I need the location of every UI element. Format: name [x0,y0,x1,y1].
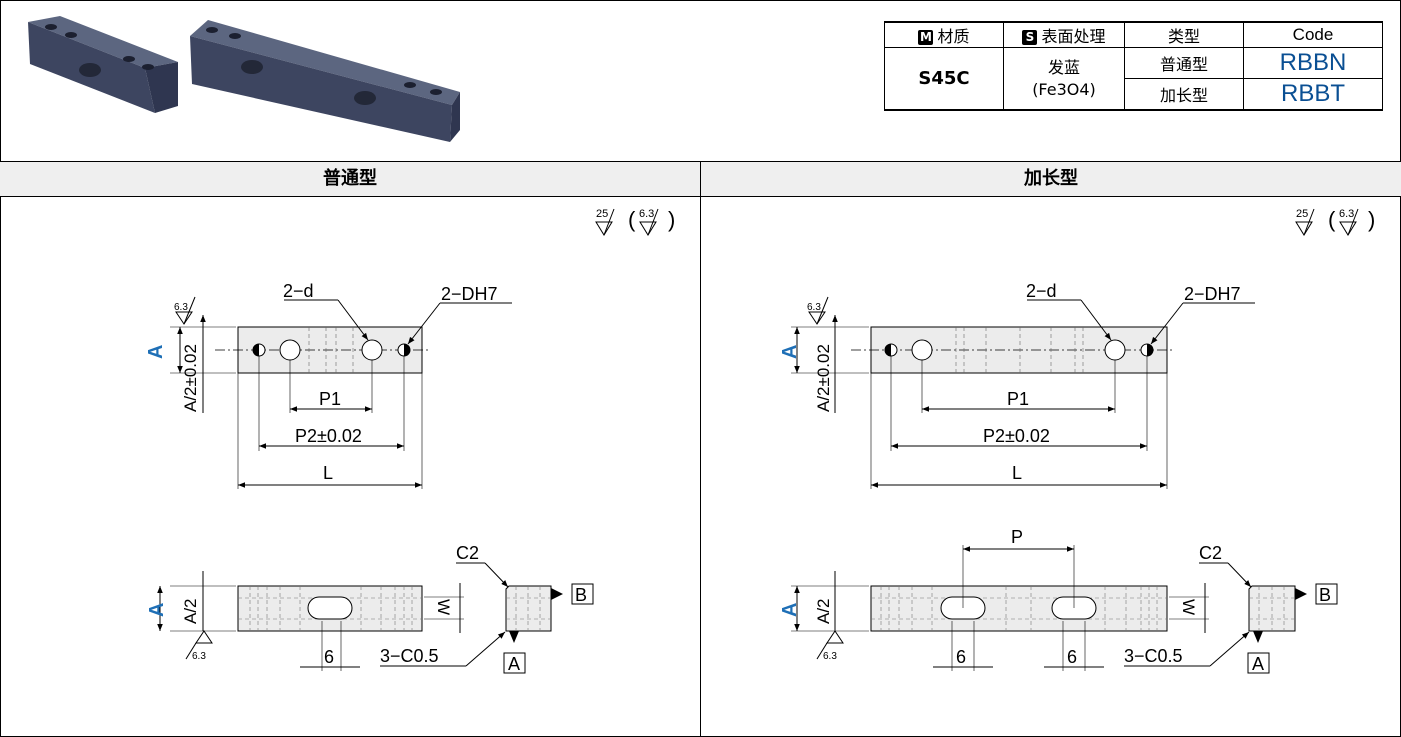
type-standard: 普通型 [1124,47,1244,79]
roughness-symbol: 25 ( 6.3 ) [595,207,675,236]
datum-B: B [575,585,587,605]
datum-A: A [508,654,520,674]
P1-label: P1 [319,389,341,409]
end-view-part: B A [1247,583,1338,674]
svg-text:6.3: 6.3 [639,208,654,220]
datum-B: B [1319,585,1331,605]
C05-label: 3−C0.5 [1124,646,1183,666]
svg-text:(: ( [1328,207,1336,232]
W-label: W [1179,599,1198,615]
panel-header-long: 加长型 [701,161,1401,197]
P2-label: P2±0.02 [295,426,362,446]
panel-header-standard: 普通型 [0,161,700,197]
roughness-symbol: 25 ( 6.3 ) [1295,207,1375,236]
A-label-front: A [779,603,801,617]
surface-value: 发蓝(Fe3O4) [1003,47,1125,111]
A-label-front: A [146,603,168,617]
slot-6-label-1: 6 [956,647,966,667]
slot-6-label-2: 6 [1067,647,1077,667]
svg-text:(: ( [628,207,636,232]
top-view-part [851,326,1173,374]
d-holes-label: 2−d [1026,281,1057,301]
P2-label: P2±0.02 [983,426,1050,446]
svg-text:6.3: 6.3 [192,651,206,662]
drawing-standard: 25 ( 6.3 ) 2−d 2−DH7 A A/2±0.02 6.3 P1 [145,207,675,674]
svg-text:6.3: 6.3 [174,302,188,313]
L-label: L [1012,463,1022,483]
code-rbbn: RBBN [1243,47,1383,79]
surface-badge-icon: S [1022,30,1038,45]
A-half-tol-label: A/2±0.02 [814,344,833,412]
A-half-label: A/2 [181,598,200,624]
D-holes-label: 2−DH7 [1184,284,1241,304]
C05-label: 3−C0.5 [380,646,439,666]
slot-6-label: 6 [324,647,334,667]
C2-label: C2 [456,543,479,563]
panel-divider [700,161,701,737]
W-label: W [434,599,453,615]
A-label-top: A [779,345,801,359]
svg-text:6.3: 6.3 [823,651,837,662]
svg-text:6.3: 6.3 [807,302,821,313]
A-half-tol-label: A/2±0.02 [181,344,200,412]
code-header: Code [1243,21,1383,48]
top-view-part [215,326,428,374]
material-badge-icon: M [918,30,934,45]
front-view-part [237,585,423,632]
svg-text:): ) [668,207,675,232]
svg-text:25: 25 [1296,208,1308,220]
A-half-label: A/2 [814,598,833,624]
datum-A: A [1252,654,1264,674]
product-photo [28,16,460,142]
D-holes-label: 2−DH7 [441,284,498,304]
P1-label: P1 [1007,389,1029,409]
type-header: 类型 [1124,21,1244,48]
code-rbbt: RBBT [1243,78,1383,111]
svg-text:): ) [1368,207,1375,232]
material-value: S45C [884,47,1004,111]
C2-label: C2 [1199,543,1222,563]
d-holes-label: 2−d [283,281,314,301]
front-view-part [870,585,1168,632]
L-label: L [323,463,333,483]
end-view-part: B A [503,583,594,674]
svg-text:6.3: 6.3 [1339,208,1354,220]
A-label-top: A [145,345,167,359]
P-label: P [1011,527,1023,547]
type-long: 加长型 [1124,78,1244,111]
svg-text:25: 25 [596,208,608,220]
drawing-long: 25 ( 6.3 ) 2−d 2−DH7 A A/2±0.02 6.3 P1 [779,207,1375,674]
